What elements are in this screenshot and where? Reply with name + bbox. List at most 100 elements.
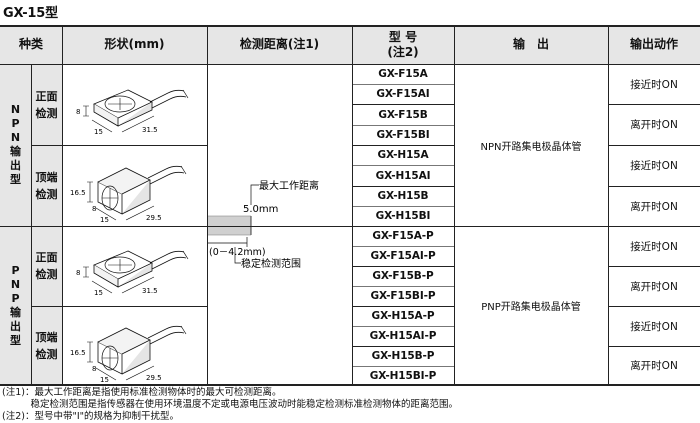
row-divider bbox=[608, 145, 700, 146]
model-cell: GX-F15BI bbox=[376, 129, 430, 141]
table-top-border bbox=[0, 25, 700, 27]
header-action: 输出动作 bbox=[608, 25, 700, 64]
model-cell: GX-H15B-P bbox=[371, 350, 435, 362]
action-cell: 接近时ON bbox=[630, 320, 678, 333]
sub-divider bbox=[31, 145, 208, 146]
model-cell: GX-F15AI-P bbox=[370, 250, 436, 262]
sensor-drawing-front: 8 15 31.5 bbox=[76, 250, 189, 297]
stable-range-label: 稳定检测范围 bbox=[241, 257, 301, 270]
dim-height: 8 bbox=[76, 269, 80, 277]
footnote-line: (注1)：最大工作距离是指使用标准检测物体时的最大可检测距离。 bbox=[2, 387, 282, 398]
row-divider bbox=[352, 326, 454, 327]
output-npn: NPN开路集电极晶体管 bbox=[480, 141, 582, 153]
action-cell: 离开时ON bbox=[630, 360, 678, 372]
row-divider bbox=[352, 306, 454, 307]
row-divider bbox=[352, 266, 454, 267]
row-divider bbox=[608, 306, 700, 307]
footnote-line: 稳定检测范围是指传感器在使用环境温度不定或电源电压波动时能稳定检测标准检测物体的… bbox=[2, 399, 459, 410]
column-divider bbox=[608, 25, 609, 385]
row-divider bbox=[352, 145, 454, 146]
action-cell: 离开时ON bbox=[630, 280, 678, 293]
row-divider bbox=[352, 186, 454, 187]
dim-length: 29.5 bbox=[146, 214, 162, 222]
model-cell: GX-F15A-P bbox=[372, 230, 434, 242]
dim-width: 15 bbox=[100, 376, 109, 384]
dim-width: 15 bbox=[100, 216, 109, 224]
dim-length: 29.5 bbox=[146, 374, 162, 382]
header-type: 种类 bbox=[0, 25, 62, 64]
sensor-drawing-top: 16.5 8 15 29.5 bbox=[70, 325, 187, 384]
footnotes: (注1)：最大工作距离是指使用标准检测物体时的最大可检测距离。 稳定检测范围是指… bbox=[2, 387, 458, 423]
max-distance-label: 最大工作距离 bbox=[259, 179, 319, 192]
row-divider bbox=[608, 346, 700, 347]
column-divider bbox=[454, 25, 455, 385]
row-divider bbox=[608, 186, 700, 187]
header-output: 输 出 bbox=[454, 25, 608, 64]
dim-length: 31.5 bbox=[142, 287, 158, 295]
model-cell: GX-H15A-P bbox=[371, 310, 435, 322]
row-divider bbox=[608, 104, 700, 105]
output-pnp: PNP开路集电极晶体管 bbox=[481, 302, 581, 313]
row-divider bbox=[352, 246, 454, 247]
dim-depth: 8 bbox=[92, 205, 96, 213]
row-divider bbox=[352, 104, 454, 105]
row-divider bbox=[352, 84, 454, 85]
row-divider bbox=[352, 125, 454, 126]
row-divider bbox=[352, 286, 454, 287]
model-cell: GX-F15A bbox=[378, 68, 428, 80]
row-divider bbox=[352, 165, 454, 166]
model-cell: GX-H15A bbox=[377, 149, 429, 161]
dim-height: 16.5 bbox=[70, 189, 86, 197]
column-divider bbox=[31, 64, 32, 385]
header-model-line2: (注2) bbox=[387, 44, 419, 59]
spec-table: 种类 形状(mm) 检测距离(注1) 型 号 (注2) 输 出 输出动作 N P… bbox=[0, 25, 700, 386]
group-label-npn: N P N 输 出 型 bbox=[0, 64, 31, 226]
table-bottom-border bbox=[0, 384, 700, 386]
column-divider bbox=[352, 25, 353, 385]
dim-depth: 8 bbox=[92, 365, 96, 373]
action-cell: 接近时ON bbox=[630, 240, 678, 253]
dim-length: 31.5 bbox=[142, 126, 158, 134]
dim-width: 15 bbox=[94, 128, 103, 136]
footnote-line: (注2)：型号中带"I"的规格为抑制干扰型。 bbox=[2, 411, 179, 422]
action-cell: 离开时ON bbox=[630, 119, 678, 131]
action-cell: 接近时ON bbox=[630, 160, 678, 172]
sub-label-npn-top: 顶端 检测 bbox=[31, 145, 62, 226]
model-cell: GX-H15AI-P bbox=[369, 330, 437, 342]
sensor-drawing-top: 16.5 8 15 29.5 bbox=[70, 165, 187, 224]
model-cell: GX-H15BI-P bbox=[369, 369, 437, 382]
header-model: 型 号 (注2) bbox=[352, 25, 454, 64]
model-cell: GX-H15BI bbox=[375, 210, 431, 222]
dim-height: 16.5 bbox=[70, 349, 86, 357]
page-title: GX-15型 bbox=[3, 6, 58, 21]
sub-label-npn-front: 正面 检测 bbox=[31, 64, 62, 145]
model-cell: GX-F15B-P bbox=[372, 270, 434, 282]
max-distance-value: 5.0mm bbox=[243, 204, 278, 215]
row-divider bbox=[352, 346, 454, 347]
group-label-pnp: P N P 输 出 型 bbox=[0, 226, 31, 385]
model-cell: GX-F15B bbox=[378, 108, 428, 121]
sub-label-pnp-top: 顶端 检测 bbox=[31, 306, 62, 385]
column-divider bbox=[62, 25, 63, 385]
header-shape: 形状(mm) bbox=[62, 25, 207, 64]
header-divider bbox=[0, 64, 700, 65]
dim-width: 15 bbox=[94, 289, 103, 297]
header-distance: 检测距离(注1) bbox=[207, 25, 352, 64]
model-cell: GX-F15AI bbox=[376, 88, 430, 100]
sensor-drawing-front: 8 15 31.5 bbox=[76, 89, 189, 136]
row-divider bbox=[352, 366, 454, 367]
group-divider bbox=[0, 226, 700, 227]
detection-distance-diagram: 最大工作距离 5.0mm (0－4.2mm) 稳定检测范围 bbox=[207, 179, 319, 270]
dim-height: 8 bbox=[76, 108, 80, 116]
sub-label-pnp-front: 正面 检测 bbox=[31, 226, 62, 306]
stable-range-value: (0－4.2mm) bbox=[209, 247, 266, 258]
action-cell: 接近时ON bbox=[630, 78, 678, 91]
sub-divider bbox=[31, 306, 208, 307]
action-cell: 离开时ON bbox=[630, 200, 678, 213]
row-divider bbox=[608, 266, 700, 267]
model-cell: GX-H15B bbox=[377, 190, 429, 202]
header-model-line1: 型 号 bbox=[388, 29, 418, 44]
model-cell: GX-F15BI-P bbox=[370, 290, 436, 302]
model-cell: GX-H15AI bbox=[375, 169, 431, 182]
column-divider bbox=[207, 25, 208, 385]
